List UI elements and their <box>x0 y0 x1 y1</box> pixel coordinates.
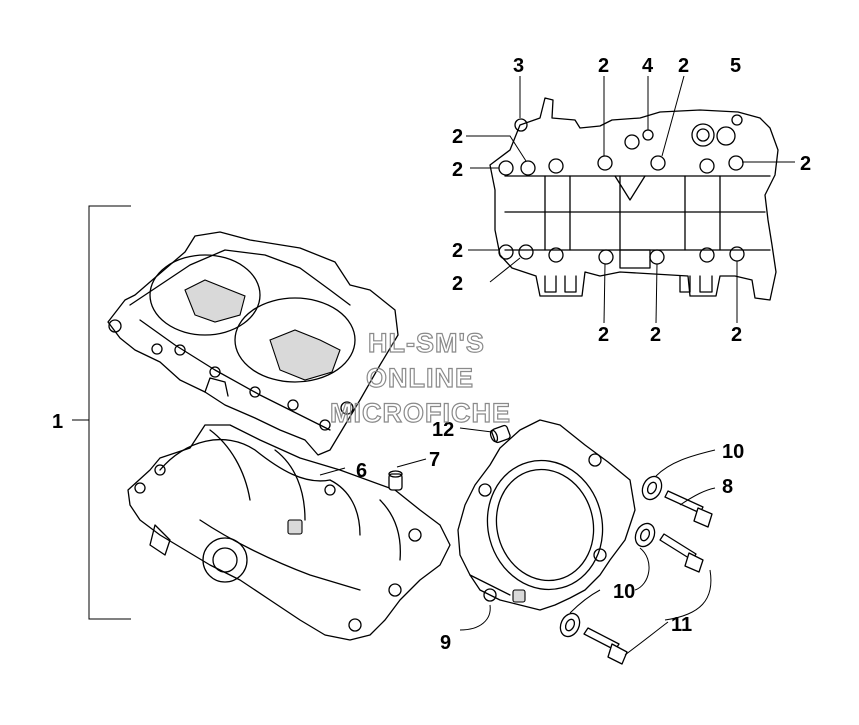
leader-lines <box>72 75 795 656</box>
bolt-11-lower <box>583 627 628 665</box>
washer-10-upper <box>641 475 663 501</box>
callout-2: 2 <box>452 273 463 295</box>
callout-2: 2 <box>650 324 661 346</box>
callout-12: 12 <box>432 419 454 441</box>
callout-2: 2 <box>452 126 463 148</box>
callout-9: 9 <box>440 632 451 654</box>
callout-1: 1 <box>52 411 63 433</box>
callout-2: 2 <box>452 159 463 181</box>
callout-4: 4 <box>642 55 654 77</box>
callout-2: 2 <box>800 153 811 175</box>
lower-crankcase-half <box>127 424 451 641</box>
callout-2: 2 <box>598 55 609 77</box>
watermark-line-3: MICROFICHE <box>330 398 511 428</box>
washer-10-lower <box>559 612 581 638</box>
washer-10-middle <box>634 522 656 548</box>
watermark: HL-SM'S ONLINE MICROFICHE <box>329 327 511 428</box>
callout-2: 2 <box>731 324 742 346</box>
bolt-8 <box>664 490 713 528</box>
callout-5: 5 <box>730 55 741 77</box>
callout-labels: 1 3 2 4 2 5 2 2 2 2 2 2 2 2 6 7 12 10 8 … <box>52 55 811 654</box>
callout-3: 3 <box>513 55 524 77</box>
crankcase-bottom-view <box>489 97 779 301</box>
callout-2: 2 <box>598 324 609 346</box>
callout-10: 10 <box>722 441 744 463</box>
dowel-pin-7 <box>388 470 403 491</box>
callout-2: 2 <box>452 240 463 262</box>
callout-8: 8 <box>722 476 733 498</box>
cover-housing <box>457 419 636 611</box>
callout-6: 6 <box>356 460 367 482</box>
callout-10: 10 <box>613 581 635 603</box>
watermark-line-2: ONLINE <box>366 363 474 393</box>
watermark-line-1: HL-SM'S <box>368 328 485 358</box>
callout-7: 7 <box>429 449 440 471</box>
callout-2: 2 <box>678 55 689 77</box>
callout-11: 11 <box>671 614 692 636</box>
bolt-11-upper <box>659 533 704 573</box>
dowel-pin-12 <box>489 424 511 444</box>
upper-crankcase-half <box>107 231 399 456</box>
